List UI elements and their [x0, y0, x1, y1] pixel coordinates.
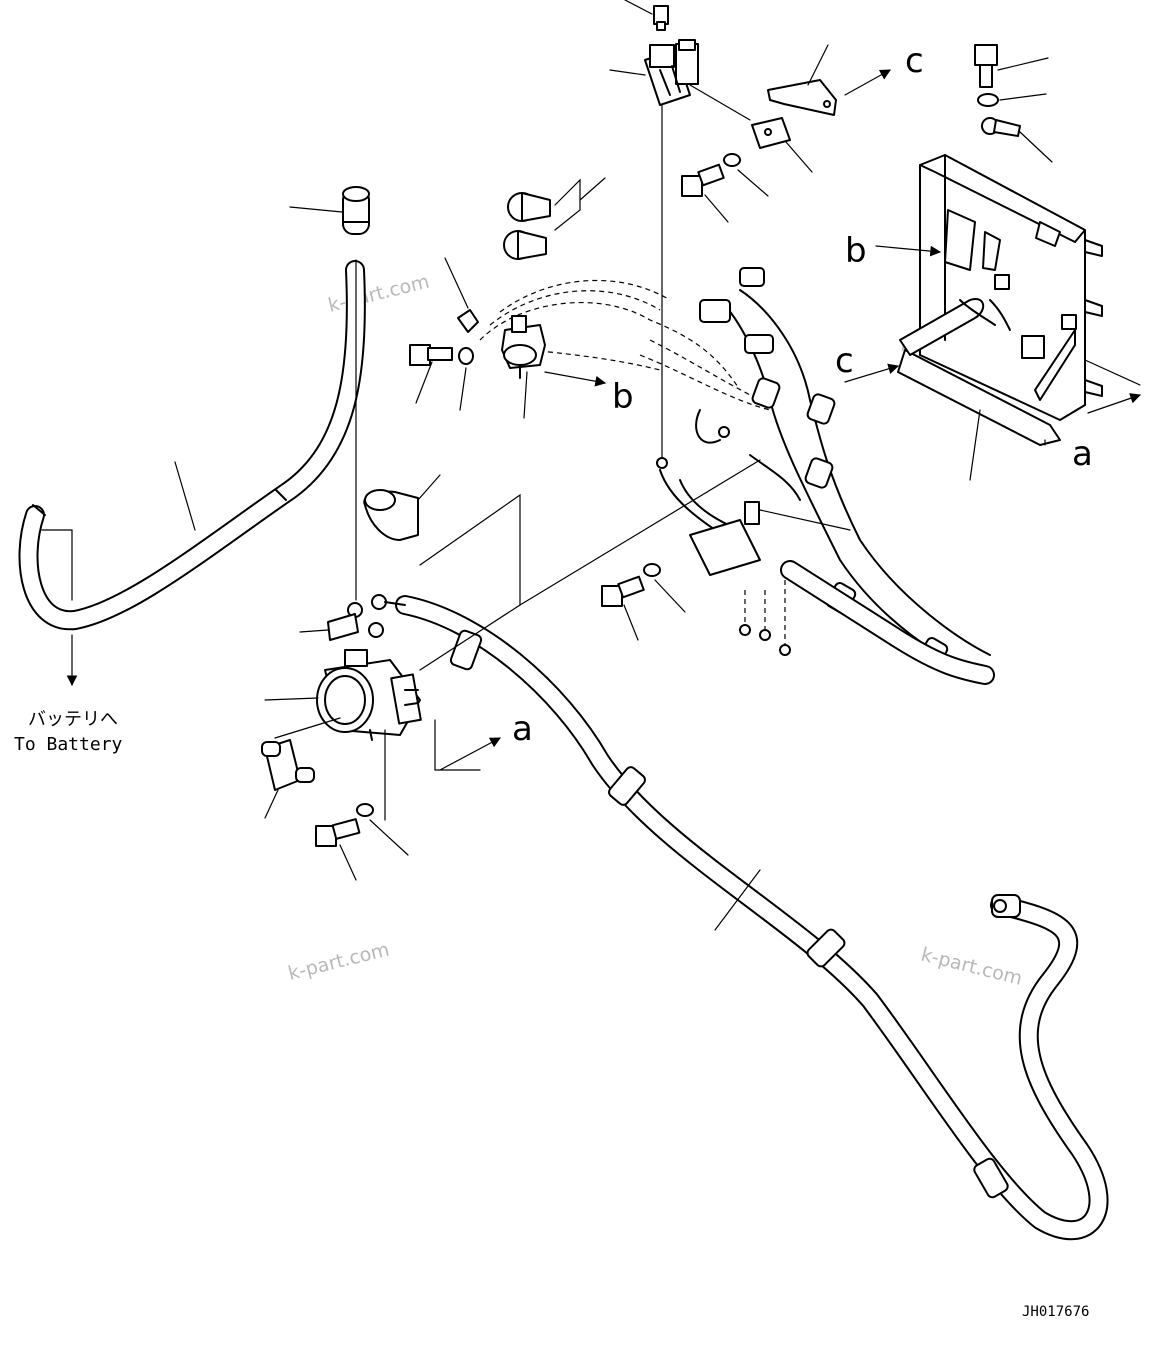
terminal-boot — [503, 192, 551, 260]
view-letter-c: c — [835, 341, 854, 381]
starter-switch — [501, 315, 546, 379]
wire-harness — [479, 279, 786, 650]
bolt — [601, 575, 645, 607]
view-letter-b: b — [612, 377, 634, 417]
connector — [261, 739, 315, 791]
battery-label-en: To Battery — [14, 734, 123, 755]
drawing-code: JH017676 — [1022, 1304, 1089, 1320]
watermark: k-part.com — [286, 938, 392, 984]
ground-terminal — [981, 117, 1021, 137]
view-letter-a: a — [1072, 434, 1093, 474]
bolt — [409, 344, 453, 366]
battery-label-jp: バッテリへ — [28, 709, 118, 730]
bracket — [767, 79, 837, 116]
terminal-cap — [342, 186, 370, 235]
cap — [457, 309, 479, 333]
bolt — [315, 818, 361, 847]
mounting-bracket — [897, 154, 1103, 446]
bracket — [751, 117, 791, 149]
view-letter-c: c — [905, 41, 924, 81]
fuse-clip — [653, 5, 669, 31]
relay-block — [644, 39, 699, 106]
watermark: k-part.com — [326, 270, 432, 316]
battery-cable — [18, 260, 366, 631]
harness-tube — [780, 560, 995, 685]
view-letter-b: b — [845, 231, 867, 271]
view-letter-a: a — [512, 709, 533, 749]
battery-relay — [316, 649, 422, 741]
rubber-boot — [363, 489, 419, 541]
bolt — [974, 44, 998, 88]
main-cable — [395, 595, 1109, 1241]
bolt — [681, 163, 725, 197]
watermark: k-part.com — [919, 944, 1025, 990]
